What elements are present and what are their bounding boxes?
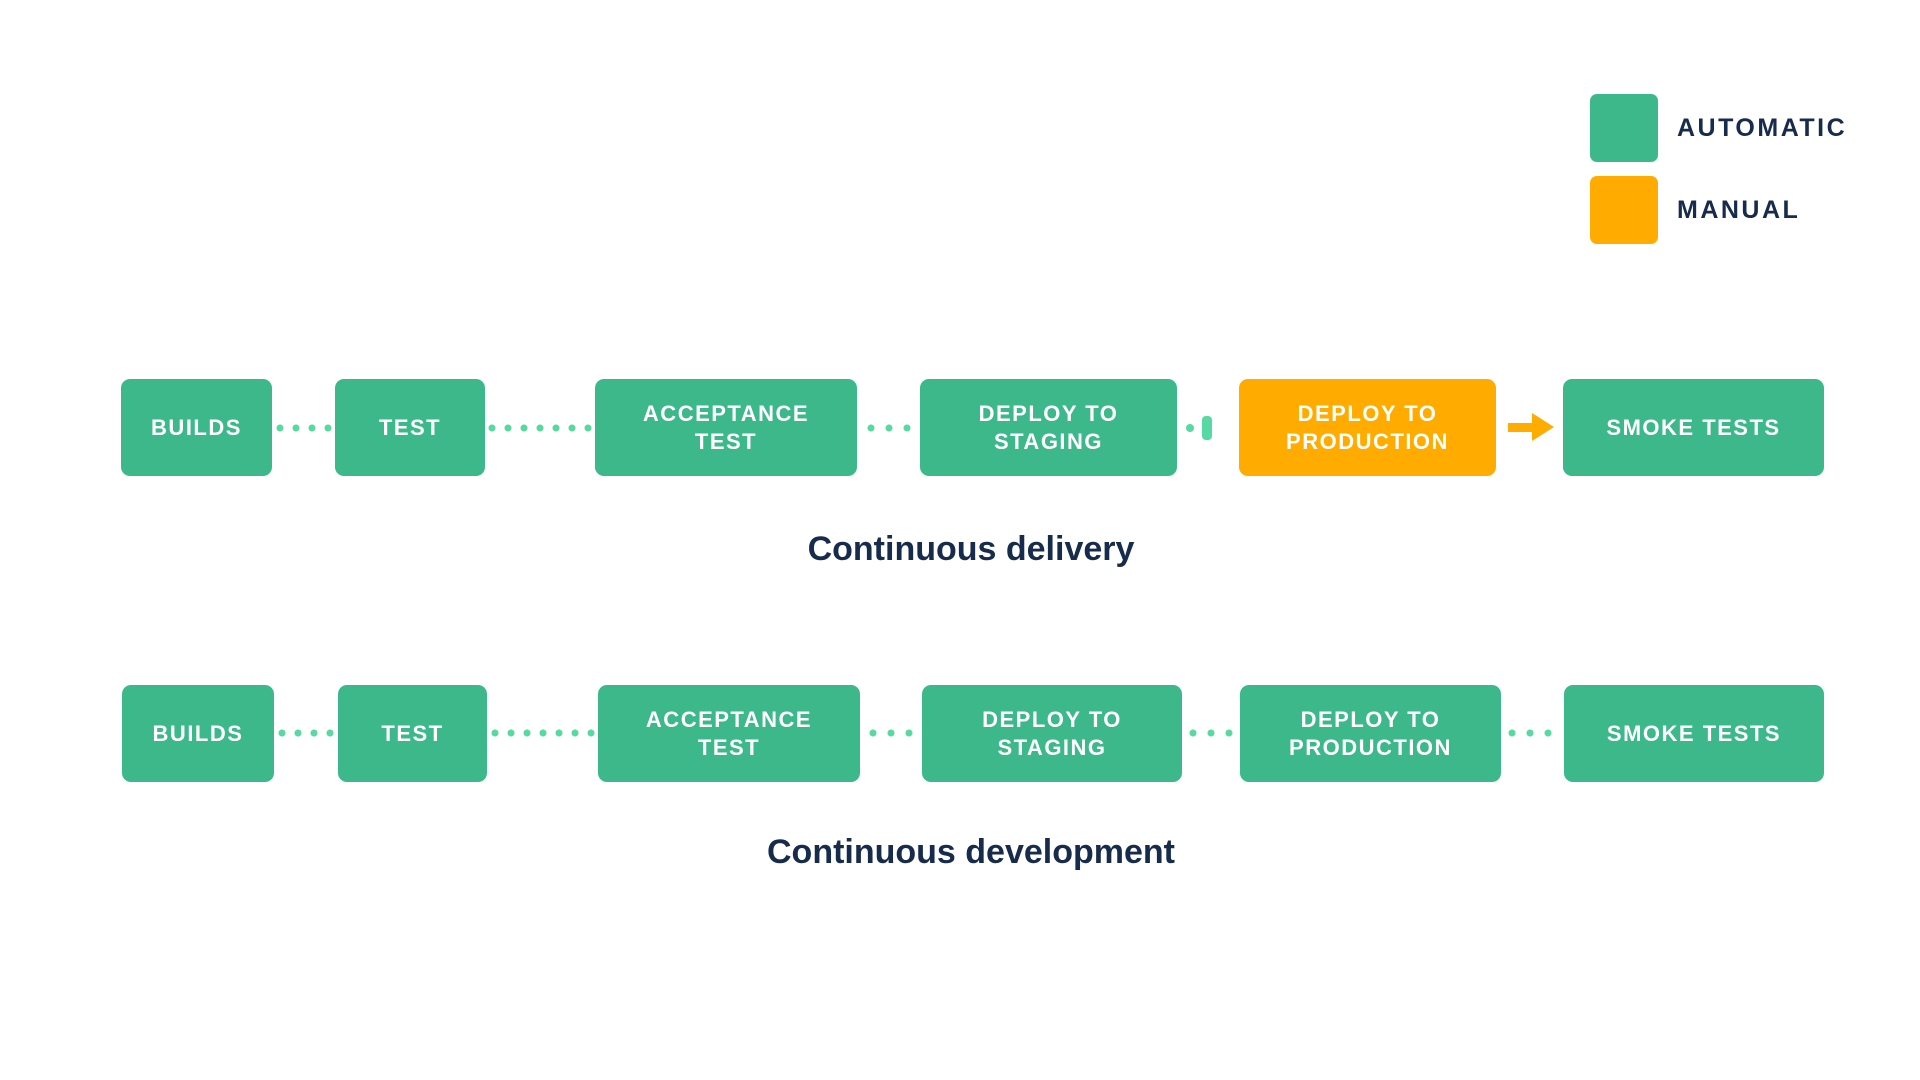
development-connector-acceptance-staging (864, 729, 918, 737)
development-step-deploy-to-production: DEPLOY TO PRODUCTION (1240, 685, 1501, 782)
legend: AUTOMATIC MANUAL (1590, 94, 1847, 258)
delivery-step-deploy-to-staging: DEPLOY TO STAGING (920, 379, 1177, 476)
manual-arrow-icon (1532, 413, 1554, 441)
delivery-step-deploy-to-production-manual: DEPLOY TO PRODUCTION (1239, 379, 1496, 476)
development-step-acceptance-test: ACCEPTANCE TEST (598, 685, 860, 782)
legend-label-automatic: AUTOMATIC (1677, 113, 1848, 142)
development-connector-production-smoke (1503, 729, 1557, 737)
development-step-builds: BUILDS (122, 685, 274, 782)
legend-item-automatic: AUTOMATIC (1590, 94, 1847, 162)
manual-gate-bar-icon (1202, 416, 1212, 440)
automatic-color-swatch (1590, 94, 1658, 162)
development-step-smoke-tests: SMOKE TESTS (1564, 685, 1824, 782)
manual-gate-dot (1186, 424, 1194, 432)
delivery-step-test: TEST (335, 379, 485, 476)
manual-color-swatch (1590, 176, 1658, 244)
development-connector-test-acceptance (487, 729, 599, 737)
development-step-test: TEST (338, 685, 487, 782)
delivery-connector-test-acceptance (484, 424, 596, 432)
delivery-caption: Continuous delivery (807, 530, 1135, 568)
delivery-connector-acceptance-staging (862, 424, 916, 432)
delivery-connector-builds-test (272, 424, 336, 432)
development-connector-builds-test (274, 729, 338, 737)
legend-item-manual: MANUAL (1590, 176, 1847, 244)
development-caption: Continuous development (767, 833, 1175, 871)
development-step-deploy-to-staging: DEPLOY TO STAGING (922, 685, 1182, 782)
manual-arrow-stem (1508, 423, 1534, 432)
development-connector-staging-production (1184, 729, 1238, 737)
delivery-step-smoke-tests: SMOKE TESTS (1563, 379, 1824, 476)
delivery-step-builds: BUILDS (121, 379, 272, 476)
delivery-step-acceptance-test: ACCEPTANCE TEST (595, 379, 857, 476)
legend-label-manual: MANUAL (1677, 195, 1801, 224)
